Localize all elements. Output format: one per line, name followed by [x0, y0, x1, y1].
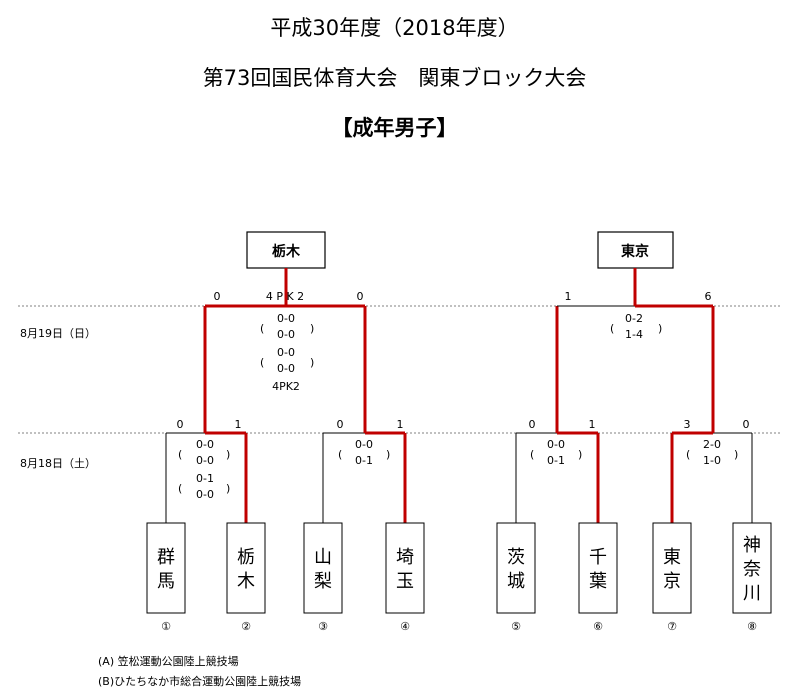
svg-text:): )	[310, 356, 314, 369]
winner-name-right: 東京	[621, 243, 649, 260]
team-name-2-char-2: 木	[237, 571, 255, 592]
team-box-3	[303, 522, 343, 614]
team-name-8-char-2: 奈	[743, 559, 761, 580]
title-line-3: 【成年男子】	[331, 116, 458, 140]
r2l-detail-2a: 0-0	[277, 346, 295, 359]
r1d-detail-1b: 1-0	[703, 454, 721, 467]
team-number-6: ⑥	[593, 620, 603, 633]
r2l-detail-2b: 0-0	[277, 362, 295, 375]
svg-text:(: (	[610, 322, 614, 335]
r1b-detail-1b: 0-1	[355, 454, 373, 467]
svg-text:): )	[578, 448, 582, 461]
r1b-left-score: 0	[337, 418, 344, 431]
team-box-7	[652, 522, 692, 614]
team-name-7-char-2: 京	[663, 571, 681, 592]
date-round2: 8月19日（日）	[20, 327, 96, 340]
team-name-6-char-1: 千	[589, 547, 607, 568]
r1a-details: ( ) 0-0 0-0 ( ) 0-1 0-0	[178, 438, 230, 501]
r2r-detail-1a: 0-2	[625, 312, 643, 325]
r1a-right-score: 1	[235, 418, 242, 431]
r1c-left-score: 0	[529, 418, 536, 431]
svg-text:(: (	[686, 448, 690, 461]
team-name-8-char-3: 川	[743, 583, 761, 604]
r2l-detail-1a: 0-0	[277, 312, 295, 325]
team-box-6	[578, 522, 618, 614]
r1c-detail-1b: 0-1	[547, 454, 565, 467]
r2l-left-score: 0	[214, 290, 221, 303]
svg-text:): )	[226, 448, 230, 461]
svg-text:(: (	[530, 448, 534, 461]
team-number-4: ④	[400, 620, 410, 633]
r2r-right-score: 6	[705, 290, 712, 303]
team-box-4	[385, 522, 425, 614]
svg-text:): )	[310, 322, 314, 335]
team-number-5: ⑤	[511, 620, 521, 633]
team-name-3-char-2: 梨	[314, 571, 332, 592]
team-name-6-char-2: 葉	[589, 571, 607, 592]
r1a-detail-2a: 0-1	[196, 472, 214, 485]
r2l-pk-note: 4PK2	[272, 380, 300, 393]
r1a-detail-1a: 0-0	[196, 438, 214, 451]
svg-text:(: (	[260, 356, 264, 369]
team-box-2	[226, 522, 266, 614]
svg-text:): )	[386, 448, 390, 461]
r1b-details: ( ) 0-0 0-1	[338, 438, 390, 467]
r1d-left-score: 3	[684, 418, 691, 431]
svg-text:(: (	[178, 448, 182, 461]
team-name-4-char-2: 玉	[396, 571, 414, 592]
team-box-5	[496, 522, 536, 614]
r2l-pk-label: 4 P K 2	[266, 290, 304, 303]
r1d-right-score: 0	[743, 418, 750, 431]
team-number-8: ⑧	[747, 620, 757, 633]
r1b-detail-1a: 0-0	[355, 438, 373, 451]
r1d-details: ( ) 2-0 1-0	[686, 438, 738, 467]
svg-text:): )	[226, 482, 230, 495]
r1c-details: ( ) 0-0 0-1	[530, 438, 582, 467]
team-name-8-char-1: 神	[743, 535, 761, 556]
r2l-right-score: 0	[357, 290, 364, 303]
title-line-2: 第73回国民体育大会 関東ブロック大会	[202, 66, 587, 90]
date-round1: 8月18日（土）	[20, 457, 96, 470]
team-number-2: ②	[241, 620, 251, 633]
r1b-right-score: 1	[397, 418, 404, 431]
team-box-8	[732, 522, 772, 614]
svg-text:(: (	[338, 448, 342, 461]
r1a-left-score: 0	[177, 418, 184, 431]
team-name-5-char-2: 城	[507, 571, 525, 592]
team-box-1	[146, 522, 186, 614]
venue-a: (A) 笠松運動公園陸上競技場	[98, 655, 239, 668]
r1a-detail-2b: 0-0	[196, 488, 214, 501]
r1a-detail-1b: 0-0	[196, 454, 214, 467]
svg-text:(: (	[260, 322, 264, 335]
title-line-1: 平成30年度（2018年度）	[270, 16, 519, 40]
team-number-3: ③	[318, 620, 328, 633]
r2r-details: ( ) 0-2 1-4	[610, 312, 662, 341]
team-name-5-char-1: 茨	[507, 547, 525, 568]
team-name-1-char-1: 群	[157, 547, 175, 568]
r2l-detail-1b: 0-0	[277, 328, 295, 341]
team-name-1-char-2: 馬	[157, 571, 175, 592]
team-name-2-char-1: 栃	[237, 547, 255, 568]
r2l-details: ( ) 0-0 0-0 ( ) 0-0 0-0 4PK2	[260, 312, 314, 393]
svg-text:(: (	[178, 482, 182, 495]
svg-text:): )	[658, 322, 662, 335]
team-name-4-char-1: 埼	[396, 547, 414, 568]
venue-b: (B)ひたちなか市総合運動公園陸上競技場	[98, 675, 302, 688]
winner-name-left: 栃木	[272, 243, 301, 260]
r2r-left-score: 1	[565, 290, 572, 303]
svg-text:): )	[734, 448, 738, 461]
team-number-7: ⑦	[667, 620, 677, 633]
r1d-detail-1a: 2-0	[703, 438, 721, 451]
team-number-1: ①	[161, 620, 171, 633]
r1c-right-score: 1	[589, 418, 596, 431]
r2r-detail-1b: 1-4	[625, 328, 643, 341]
team-name-7-char-1: 東	[663, 547, 681, 568]
r1c-detail-1a: 0-0	[547, 438, 565, 451]
team-name-3-char-1: 山	[314, 547, 332, 568]
